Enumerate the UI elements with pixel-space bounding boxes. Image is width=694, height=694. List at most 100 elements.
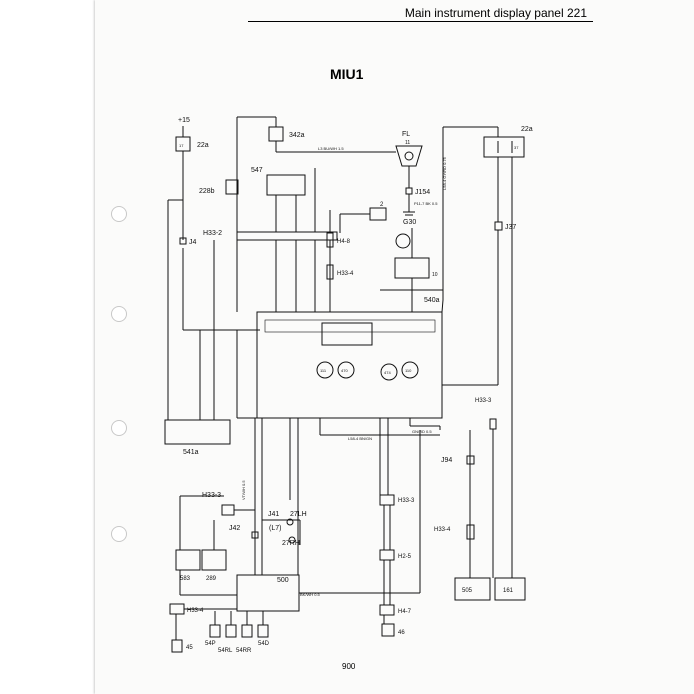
binder-hole [111,526,127,542]
label-27lh: 27LH [290,511,307,518]
label-h33-4-bottom: H33-4 [187,608,204,614]
label-gauge-110: 110 [405,368,412,373]
label-g30: G30 [403,219,416,226]
label-2: 2 [380,202,384,208]
connector-289 [201,549,227,571]
label-j154: J154 [415,189,430,196]
wire-label-bn: L58-4 BN/GN [348,436,372,441]
junction-j94 [466,455,475,465]
junction-j4 [179,237,187,245]
label-relay-top: 342a [289,132,305,139]
component-45 [171,639,183,653]
label-228b: 228b [199,188,215,195]
lamp-54d [257,624,269,638]
label-54rr: 54RR [236,648,252,654]
wire-label-rd: P11-7 BK 0.5 [414,201,438,206]
page-number: 900 [342,662,356,671]
label-45: 45 [186,645,193,651]
binder-hole [111,206,127,222]
instrument-panel-box [256,311,443,419]
fuse-right [483,136,525,158]
label-j42: J42 [229,525,240,532]
label-h33-4-right: H33-4 [434,527,451,533]
label-l7: (L7) [269,525,281,532]
connector-h33-3-left [221,504,235,516]
label-fuse-left: 22a [197,142,209,149]
label-161: 161 [503,588,514,594]
wire-label-bk-wh: BK/WH 0.5 [300,592,321,597]
connector-h2-5 [379,549,395,561]
label-505: 505 [462,588,473,594]
gauge-470 [337,361,355,379]
component-2 [369,207,387,221]
label-54d: 54D [258,641,270,647]
connector-h33-3-right [489,418,497,430]
label-583: 583 [180,576,191,582]
wire-label-gy-rd: L58-4 GY/RD 0.75 [442,156,447,190]
label-supply: +15 [178,117,190,124]
label-fuse-right-no: 37 [514,145,519,150]
header-title: Main instrument display panel 221 [404,6,587,20]
gauge-111 [316,361,334,379]
label-gauge-111: 111 [320,368,327,373]
connector-h33-2 [236,231,338,241]
gauge-110 [401,361,419,379]
label-j41: J41 [268,511,279,518]
label-541a: 541a [183,449,199,456]
wire-label-supply: L3 BU/WH 1.5 [318,146,344,151]
junction-j41 [251,531,259,539]
lamp-54rr [241,624,253,638]
manual-page [95,0,694,694]
label-289: 289 [206,576,217,582]
connector-h33-3-mid [379,494,395,506]
label-fuel-level: FL [402,131,410,138]
junction-j37 [494,221,503,231]
connector-h4-7 [379,604,395,616]
label-fuse-right: 22a [521,126,533,133]
label-h33-3-left: H33-3 [202,492,221,499]
label-540a: 540a [424,297,440,304]
label-h33-3-mid: H33-3 [398,498,415,504]
gauge-474 [380,363,398,381]
binder-hole [111,306,127,322]
lamp-54p [209,624,221,638]
label-h4-8: H4-8 [337,239,351,245]
wire-label-gn-rd: GN/RD 0.5 [412,429,432,434]
connector-h33-4-right [466,524,475,540]
label-j94: J94 [441,457,452,464]
connector-500 [236,574,300,612]
label-46: 46 [398,630,405,636]
connector-228b [225,179,239,195]
label-10: 10 [432,272,438,278]
connector-505 [454,577,491,601]
connector-161 [494,577,526,601]
connector-547 [266,174,306,196]
label-27rh: 27RH [282,540,300,547]
label-fuse-left-no: 17 [179,143,184,148]
binder-hole [111,420,127,436]
connector-583 [175,549,201,571]
label-fuel-level-no: 11 [405,140,410,146]
label-h33-2: H33-2 [203,230,222,237]
connector-541a [164,419,231,445]
label-gauge-474: 474 [384,370,391,375]
switch-540a [394,257,430,279]
label-j4: J4 [189,239,197,246]
label-h33-4-top: H33-4 [337,271,354,277]
wire-label-vt: VT/WH 0.5 [241,480,246,500]
label-h33-3-right: H33-3 [475,398,492,404]
component-46 [381,623,395,637]
lamp-54rl [225,624,237,638]
label-500: 500 [277,577,289,584]
page-header: Main instrument display panel 221 [248,6,593,22]
label-54p: 54P [205,641,216,647]
label-gauge-470: 470 [341,368,348,373]
connector-h33-4-bottom [169,603,185,615]
fuel-level-sender [395,145,423,167]
relay-342a [268,126,284,142]
page-title: MIU1 [330,66,364,82]
label-h2-5: H2-5 [398,554,412,560]
label-547: 547 [251,167,263,174]
label-54rl: 54RL [218,648,233,654]
